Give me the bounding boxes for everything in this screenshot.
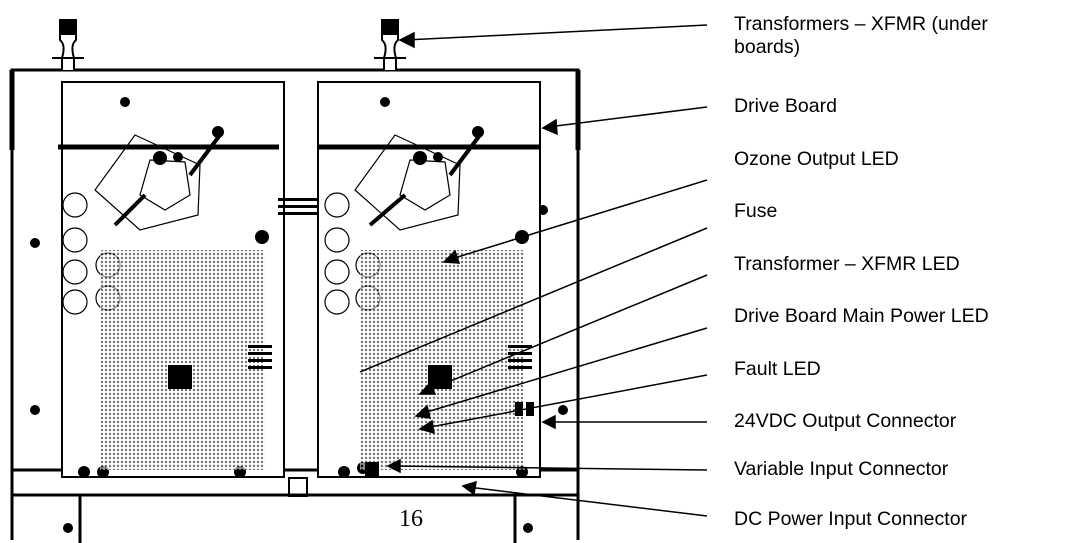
page-number: 16	[399, 506, 423, 532]
callout-fuse: Fuse	[734, 200, 777, 223]
callout-transformers: Transformers – XFMR (under boards)	[734, 13, 988, 59]
callout-24vdc-output-connector-text: 24VDC Output Connector	[734, 410, 957, 432]
callout-leaders	[359, 24, 708, 517]
callout-transformers-line2: boards)	[734, 36, 801, 58]
callout-fuse-text: Fuse	[734, 200, 778, 222]
callout-ozone-output-led-text: Ozone Output LED	[734, 148, 899, 170]
callout-fault-led-text: Fault LED	[734, 358, 821, 380]
callout-dc-power-input-connector: DC Power Input Connector	[734, 508, 967, 531]
callout-drive-board-text: Drive Board	[734, 95, 837, 117]
callout-24vdc-output-connector: 24VDC Output Connector	[734, 410, 956, 433]
callout-variable-input-connector-text: Variable Input Connector	[734, 458, 949, 480]
callout-transformer-xfmr-led: Transformer – XFMR LED	[734, 253, 960, 276]
board-interconnect	[278, 198, 322, 215]
callout-drive-board-main-power-led-text: Drive Board Main Power LED	[734, 305, 989, 327]
callout-drive-board-main-power-led: Drive Board Main Power LED	[734, 305, 989, 328]
callout-ozone-output-led: Ozone Output LED	[734, 148, 899, 171]
callout-transformer-xfmr-led-text: Transformer – XFMR LED	[734, 253, 960, 275]
callout-transformers-line1: Transformers – XFMR (under	[734, 13, 988, 35]
callout-variable-input-connector: Variable Input Connector	[734, 458, 948, 481]
left-drive-board	[58, 81, 285, 478]
callout-dc-power-input-connector-text: DC Power Input Connector	[734, 508, 968, 530]
callout-drive-board: Drive Board	[734, 95, 837, 118]
mounting-posts	[52, 19, 406, 70]
callout-fault-led: Fault LED	[734, 358, 821, 381]
